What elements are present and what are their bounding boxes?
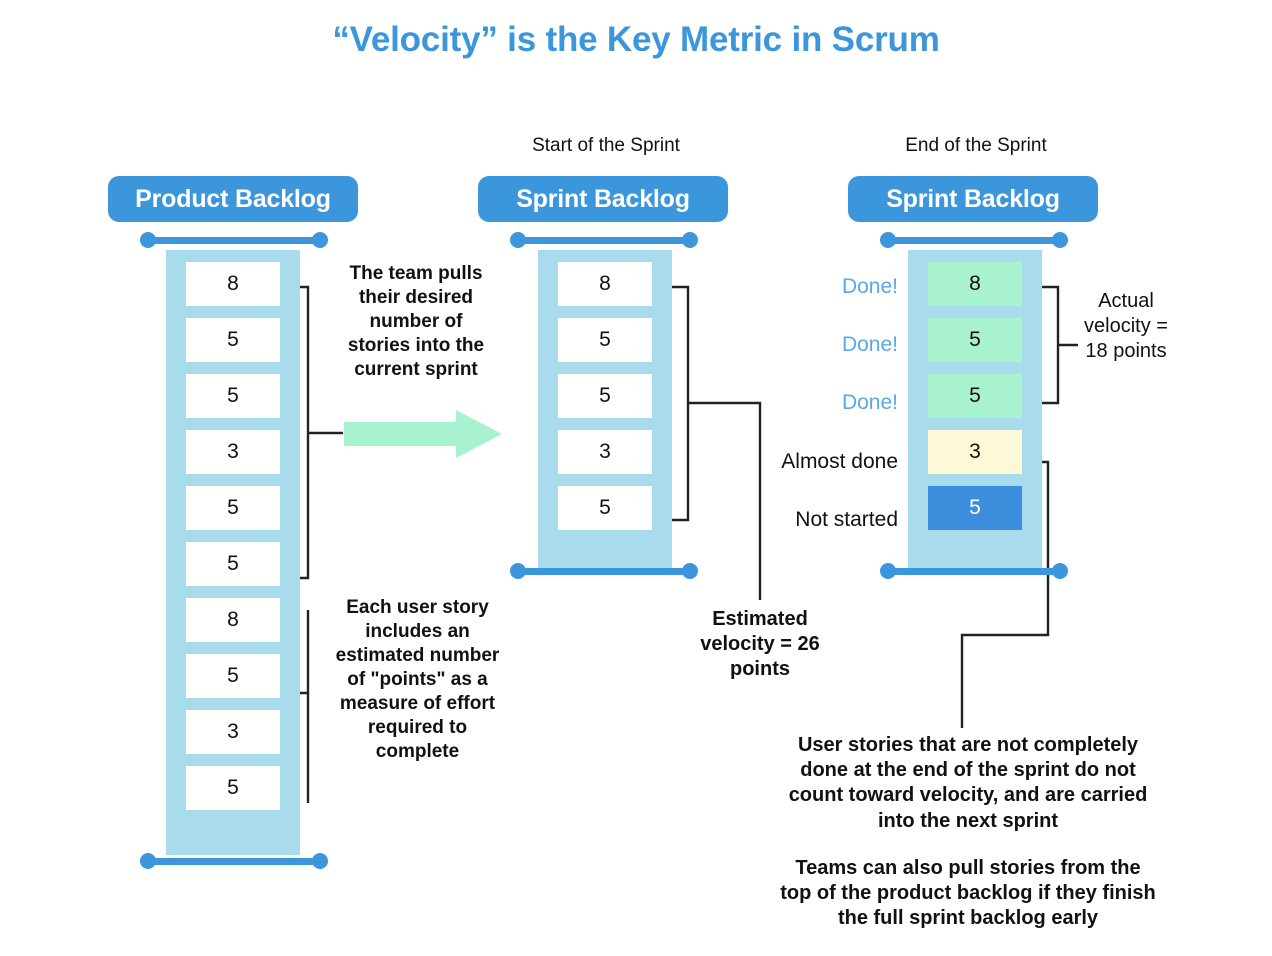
handle-knob-left bbox=[140, 853, 156, 869]
story-points: 5 bbox=[599, 328, 611, 351]
handle-knob-right bbox=[1052, 232, 1068, 248]
sprint-backlog-end-header-label: Sprint Backlog bbox=[886, 184, 1060, 213]
note-estimated-velocity: Estimated velocity = 26 points bbox=[700, 608, 820, 681]
story-points: 5 bbox=[227, 776, 239, 799]
handle-bar bbox=[148, 237, 320, 244]
product-backlog-bottom-handle[interactable] bbox=[140, 853, 328, 869]
story-points: 8 bbox=[227, 272, 239, 295]
story-card[interactable]: 8 bbox=[928, 262, 1022, 306]
product-backlog-header[interactable]: Product Backlog bbox=[108, 176, 358, 222]
handle-knob-right bbox=[312, 232, 328, 248]
story-card[interactable]: 3 bbox=[186, 430, 280, 474]
sprint-backlog-end-bottom-handle[interactable] bbox=[880, 563, 1068, 579]
story-card[interactable]: 5 bbox=[558, 374, 652, 418]
story-points: 8 bbox=[599, 272, 611, 295]
sprint-backlog-end-header[interactable]: Sprint Backlog bbox=[848, 176, 1098, 222]
handle-knob-right bbox=[312, 853, 328, 869]
story-points: 5 bbox=[227, 552, 239, 575]
handle-bar bbox=[888, 237, 1060, 244]
product-backlog-column: 8 5 5 3 5 5 8 5 3 5 bbox=[166, 250, 300, 855]
sprint-backlog-start-header[interactable]: Sprint Backlog bbox=[478, 176, 728, 222]
page-title: “Velocity” is the Key Metric in Scrum bbox=[332, 20, 940, 59]
handle-knob-left bbox=[510, 563, 526, 579]
note-points-meaning: Each user story includes an estimated nu… bbox=[335, 597, 500, 762]
handle-knob-left bbox=[510, 232, 526, 248]
sprint-backlog-start-column: 8 5 5 3 5 bbox=[538, 250, 672, 570]
status-label-not-started: Not started bbox=[795, 508, 898, 531]
story-points: 5 bbox=[599, 496, 611, 519]
status-label-done-1: Done! bbox=[841, 275, 898, 298]
story-card[interactable]: 8 bbox=[186, 262, 280, 306]
story-points: 3 bbox=[969, 440, 981, 463]
sprint-backlog-end-top-handle[interactable] bbox=[880, 232, 1068, 248]
story-points: 8 bbox=[227, 608, 239, 631]
handle-bar bbox=[518, 568, 690, 575]
story-card[interactable]: 3 bbox=[558, 430, 652, 474]
status-label-almost-done: Almost done bbox=[781, 450, 898, 473]
story-points: 8 bbox=[969, 272, 981, 295]
story-points: 5 bbox=[227, 664, 239, 687]
sprint-backlog-end-column: 8 5 5 3 5 bbox=[908, 250, 1042, 570]
story-points: 3 bbox=[227, 720, 239, 743]
handle-bar bbox=[888, 568, 1060, 575]
end-of-sprint-label: End of the Sprint bbox=[905, 135, 1047, 156]
story-card[interactable]: 3 bbox=[186, 710, 280, 754]
handle-knob-left bbox=[880, 563, 896, 579]
sprint-backlog-start-bottom-handle[interactable] bbox=[510, 563, 698, 579]
pull-arrow bbox=[344, 410, 504, 458]
story-card[interactable]: 5 bbox=[186, 486, 280, 530]
story-card[interactable]: 8 bbox=[186, 598, 280, 642]
story-card[interactable]: 5 bbox=[186, 542, 280, 586]
status-label-done-3: Done! bbox=[841, 391, 898, 414]
story-card[interactable]: 5 bbox=[928, 318, 1022, 362]
handle-bar bbox=[148, 858, 320, 865]
story-points: 5 bbox=[227, 496, 239, 519]
note-actual-velocity: Actual velocity = 18 points bbox=[1084, 290, 1168, 363]
handle-knob-left bbox=[880, 232, 896, 248]
story-points: 5 bbox=[969, 328, 981, 351]
story-points: 5 bbox=[969, 384, 981, 407]
handle-knob-right bbox=[1052, 563, 1068, 579]
product-backlog-header-label: Product Backlog bbox=[135, 184, 331, 213]
story-card[interactable]: 5 bbox=[186, 766, 280, 810]
story-card[interactable]: 5 bbox=[186, 654, 280, 698]
note-pull-stories: The team pulls their desired number of s… bbox=[347, 263, 485, 380]
story-card[interactable]: 8 bbox=[558, 262, 652, 306]
story-card[interactable]: 5 bbox=[928, 486, 1022, 530]
sprint-backlog-start-top-handle[interactable] bbox=[510, 232, 698, 248]
handle-knob-right bbox=[682, 563, 698, 579]
story-card[interactable]: 5 bbox=[558, 486, 652, 530]
story-points: 5 bbox=[969, 496, 981, 519]
story-points: 5 bbox=[227, 328, 239, 351]
story-card[interactable]: 3 bbox=[928, 430, 1022, 474]
handle-bar bbox=[518, 237, 690, 244]
story-points: 5 bbox=[599, 384, 611, 407]
story-card[interactable]: 5 bbox=[928, 374, 1022, 418]
story-card[interactable]: 5 bbox=[186, 318, 280, 362]
handle-knob-right bbox=[682, 232, 698, 248]
note-carryover: User stories that are not completely don… bbox=[788, 734, 1148, 832]
handle-knob-left bbox=[140, 232, 156, 248]
story-card[interactable]: 5 bbox=[558, 318, 652, 362]
status-label-done-2: Done! bbox=[841, 333, 898, 356]
story-card[interactable]: 5 bbox=[186, 374, 280, 418]
start-of-sprint-label: Start of the Sprint bbox=[532, 135, 680, 156]
story-points: 5 bbox=[227, 384, 239, 407]
story-points: 3 bbox=[227, 440, 239, 463]
note-pull-more: Teams can also pull stories from the top… bbox=[780, 857, 1156, 930]
story-points: 3 bbox=[599, 440, 611, 463]
sprint-backlog-start-header-label: Sprint Backlog bbox=[516, 184, 690, 213]
product-backlog-top-handle[interactable] bbox=[140, 232, 328, 248]
